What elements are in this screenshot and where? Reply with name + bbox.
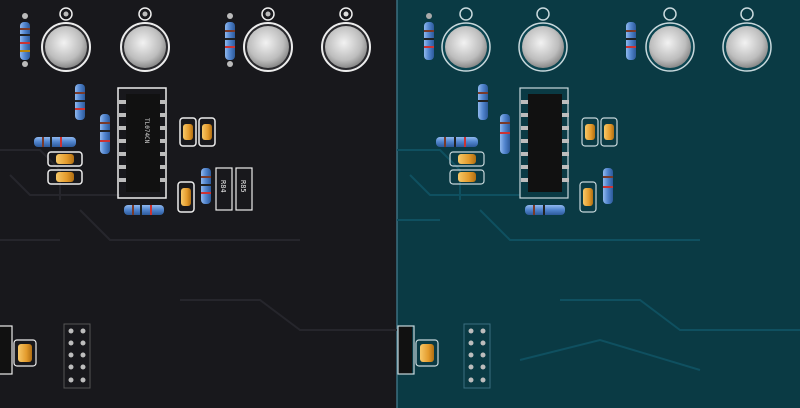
- capacitor-component: [198, 117, 216, 147]
- potentiometer-pad: [722, 7, 772, 72]
- dip-ic-chip: [0, 325, 13, 375]
- resistor-component: [201, 168, 211, 204]
- potentiometer-pad: [41, 7, 91, 72]
- potentiometer-pad: [321, 7, 371, 72]
- dip-ic-chip: [519, 87, 569, 199]
- dip-ic-chip: TL074CN: [117, 87, 167, 199]
- capacitor-component: [415, 339, 439, 367]
- resistor-component: [34, 137, 76, 147]
- resistor-component: [424, 13, 434, 60]
- potentiometer-pad: [243, 7, 293, 72]
- capacitor-component: [177, 181, 195, 213]
- capacitor-component: [600, 117, 618, 147]
- potentiometer-pad: [120, 7, 170, 72]
- resistor-component: [75, 84, 85, 120]
- capacitor-component: [449, 151, 485, 167]
- resistor-component: [124, 205, 164, 215]
- capacitor-component: [579, 181, 597, 213]
- teal-pcb-components: [397, 7, 772, 389]
- resistor-component: [626, 22, 636, 60]
- capacitor-component: [449, 169, 485, 185]
- silkscreen-outline-r84: R84: [215, 167, 233, 211]
- capacitor-component: [179, 117, 197, 147]
- pin-header: [463, 323, 491, 389]
- silkscreen-outline-r85: R85: [235, 167, 253, 211]
- pin-header: [63, 323, 91, 389]
- dip-ic-chip: [397, 325, 415, 375]
- capacitor-component: [581, 117, 599, 147]
- resistor-component: [500, 114, 510, 154]
- resistor-component: [525, 205, 565, 215]
- capacitor-component: [47, 169, 83, 185]
- potentiometer-pad: [518, 7, 568, 72]
- resistor-component: [436, 137, 478, 147]
- resistor-component: [20, 13, 30, 67]
- resistor-component: [225, 13, 235, 67]
- potentiometer-pad: [645, 7, 695, 72]
- resistor-component: [603, 168, 613, 204]
- potentiometer-pad: [441, 7, 491, 72]
- black-pcb-components: TL074CN R84: [0, 7, 371, 389]
- capacitor-component: [47, 151, 83, 167]
- chip-marking: TL074CN: [143, 118, 150, 144]
- resistor-component: [478, 84, 488, 120]
- resistor-component: [100, 114, 110, 154]
- silk-label-r85: R85: [239, 180, 247, 193]
- capacitor-component: [13, 339, 37, 367]
- black-pcb-traces: [0, 149, 397, 331]
- silk-label-r84: R84: [219, 180, 227, 193]
